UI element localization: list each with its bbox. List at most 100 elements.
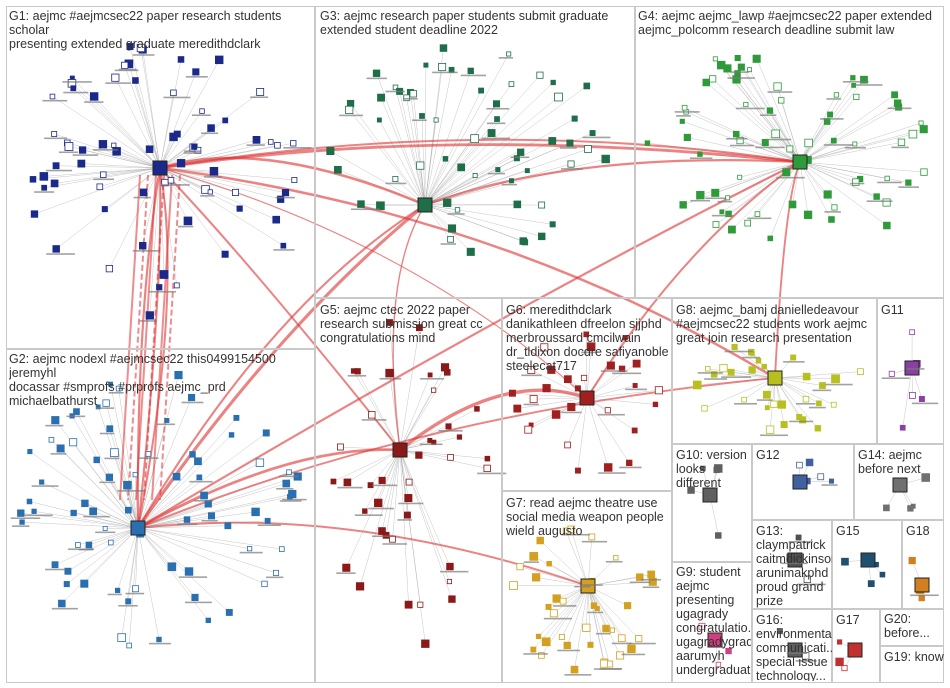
edge (109, 477, 139, 529)
node-label (10, 517, 41, 520)
node-label (765, 138, 792, 141)
node (107, 539, 114, 546)
node (334, 165, 342, 174)
node (734, 70, 741, 77)
node (583, 82, 591, 90)
edge (424, 118, 498, 206)
edge (424, 70, 471, 206)
edge (774, 377, 823, 386)
edge (756, 58, 801, 163)
node (49, 93, 56, 100)
edge (774, 377, 834, 405)
edge (399, 449, 450, 582)
group-label-g10: G10: version looks different (676, 448, 747, 490)
node (251, 507, 260, 517)
edge (706, 82, 801, 163)
edge (586, 363, 637, 399)
group-box-g11 (877, 298, 944, 444)
edge (137, 527, 265, 585)
node-label (587, 611, 604, 614)
edge (34, 511, 139, 529)
node (551, 410, 561, 419)
node (545, 603, 552, 610)
node (405, 478, 413, 486)
node (732, 130, 740, 138)
node-label (385, 90, 405, 93)
edge (538, 585, 589, 637)
node (167, 562, 177, 572)
node (752, 54, 761, 63)
edge (135, 527, 139, 589)
edge (799, 161, 861, 180)
node (108, 381, 114, 387)
node-label (132, 250, 160, 252)
node-label (642, 586, 660, 589)
edge (399, 449, 451, 567)
node (417, 601, 424, 608)
node-label (84, 101, 104, 103)
edge (159, 59, 220, 169)
node (145, 145, 154, 153)
edge (84, 527, 139, 584)
edge (137, 477, 200, 529)
hub-node (392, 442, 408, 458)
node (831, 374, 840, 384)
node (644, 140, 651, 146)
node-label (690, 199, 711, 202)
edge (129, 46, 161, 169)
edge (137, 525, 228, 529)
node-label (783, 361, 805, 363)
node-label (523, 403, 539, 406)
node (355, 582, 365, 591)
edge (347, 449, 401, 483)
node (710, 371, 718, 378)
node-label (788, 541, 813, 543)
node-label (149, 290, 176, 293)
edge (359, 449, 401, 587)
node (126, 43, 134, 51)
node (627, 644, 636, 654)
edge (412, 93, 426, 206)
node (841, 664, 848, 672)
edge (137, 493, 293, 529)
node-label (183, 152, 200, 154)
node (780, 421, 788, 429)
node (547, 365, 556, 374)
node (378, 527, 386, 535)
node (712, 221, 720, 228)
node (487, 129, 496, 137)
edge (159, 127, 212, 169)
node-label (439, 570, 469, 573)
node-label (177, 225, 194, 228)
edge (29, 501, 139, 529)
node-label (717, 200, 733, 203)
node (918, 120, 924, 126)
node-label (200, 195, 215, 197)
edge (399, 327, 420, 451)
node (252, 135, 261, 144)
edge (587, 585, 591, 645)
edge (781, 100, 801, 163)
node-label (419, 443, 443, 446)
edge (421, 115, 426, 206)
nodes-layer (17, 43, 931, 674)
node (602, 624, 610, 633)
node (139, 242, 147, 250)
node (802, 372, 811, 381)
node-label (447, 213, 465, 215)
node (909, 392, 916, 399)
node-label (118, 68, 137, 71)
node-label (92, 149, 118, 151)
node-label (107, 593, 122, 596)
node (176, 159, 186, 168)
node-label (574, 585, 591, 588)
node (184, 567, 194, 576)
edge (571, 529, 589, 587)
edge (565, 530, 589, 587)
node-label (371, 535, 393, 538)
node (571, 115, 578, 122)
edge (60, 448, 139, 529)
node (802, 395, 810, 403)
node-label (45, 424, 64, 427)
node-label (156, 423, 176, 426)
